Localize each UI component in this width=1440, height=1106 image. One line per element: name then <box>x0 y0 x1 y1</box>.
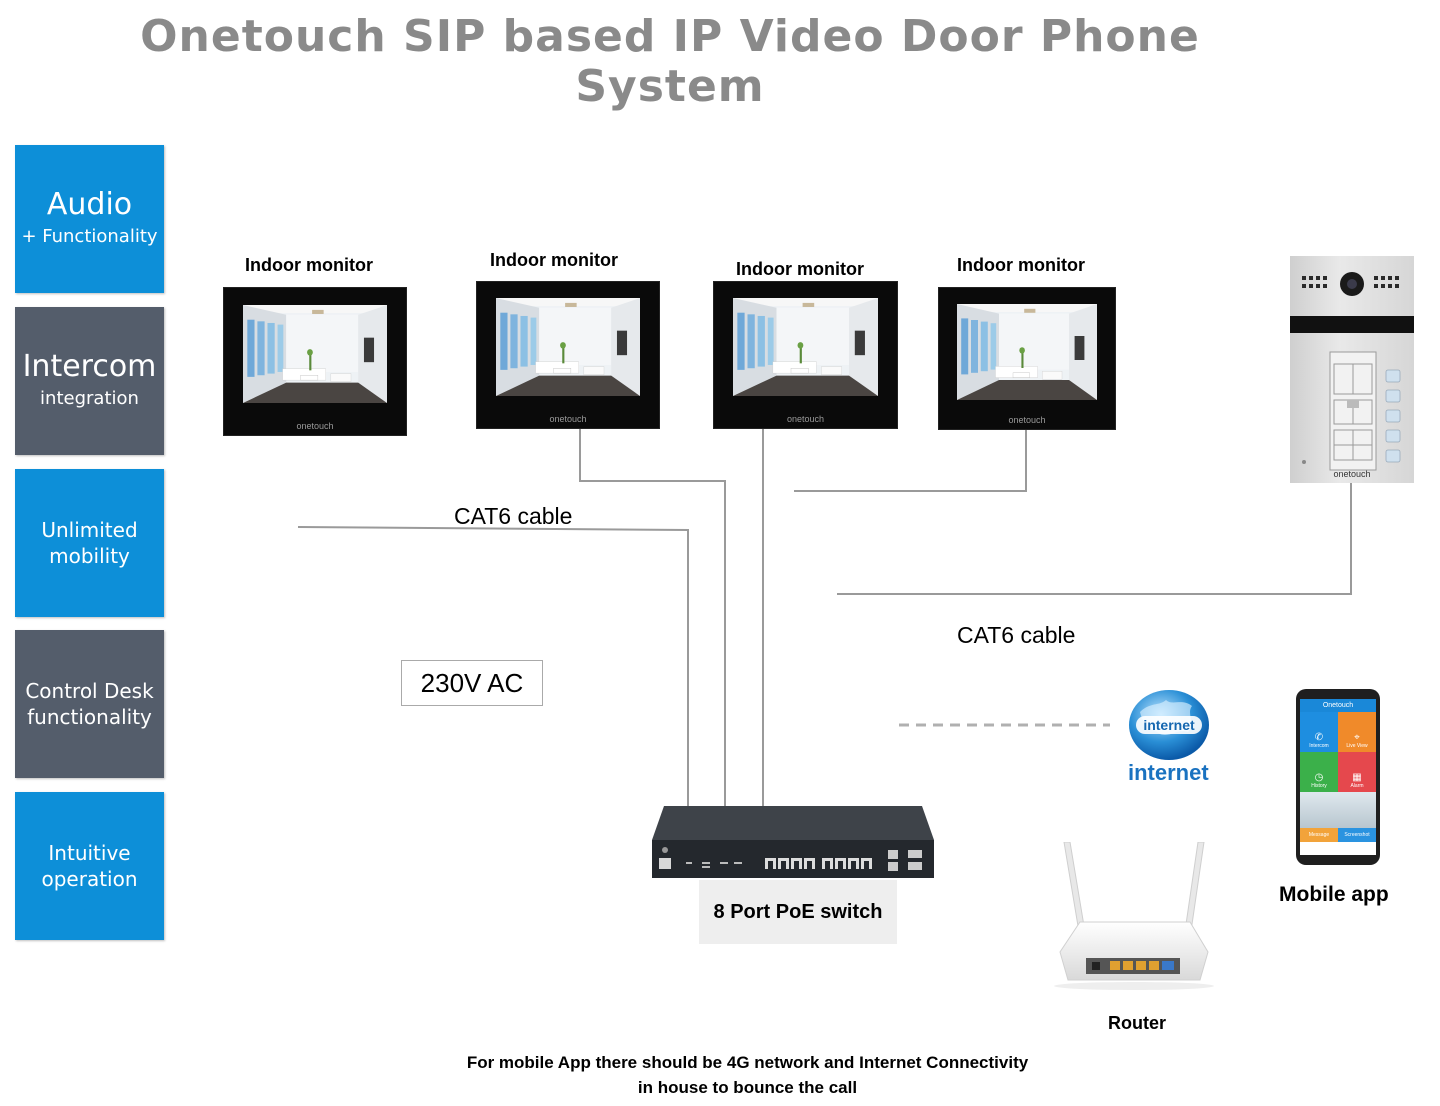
mobile-app-label: Mobile app <box>1279 883 1389 906</box>
cable-door-station <box>837 483 1352 595</box>
mobile-tile-intercom[interactable]: ✆Intercom <box>1300 712 1338 752</box>
monitor-screen <box>243 305 387 403</box>
mobile-app-title: Onetouch <box>1300 699 1376 712</box>
camera-icon: ⌖ <box>1354 732 1360 743</box>
poe-switch-label: 8 Port PoE switch <box>713 900 883 923</box>
grid-icon: ▦ <box>1352 772 1362 783</box>
monitor-brand-logo: onetouch <box>786 414 825 424</box>
router-label: Router <box>1108 1013 1166 1033</box>
cable-label-2: CAT6 cable <box>957 622 1076 648</box>
title-line-1: Onetouch SIP based IP Video Door Phone <box>140 11 1200 62</box>
cable-monitor-4 <box>794 429 1027 492</box>
monitor-screen <box>496 298 640 396</box>
title-line-2: System <box>575 61 765 112</box>
monitor-4-label: Indoor monitor <box>957 255 1085 275</box>
footer-note-line-1: For mobile App there should be 4G networ… <box>466 1053 1029 1072</box>
mobile-tile-alarm[interactable]: ▦Alarm <box>1338 752 1376 792</box>
tile-label: Intercom <box>1309 743 1329 749</box>
door-station-brand-logo: onetouch <box>1333 469 1371 479</box>
feature-tile-intercom: Intercom integration <box>15 307 164 455</box>
monitor-brand-logo: onetouch <box>296 421 334 431</box>
feature-tile-mobility: Unlimited mobility <box>15 469 164 617</box>
feature-tile-audio: Audio + Functionality <box>15 145 164 293</box>
clock-icon: ◷ <box>1314 772 1324 783</box>
feature-subtitle: integration <box>40 388 139 409</box>
cable-label-1: CAT6 cable <box>454 503 573 529</box>
power-label: 230V AC <box>420 667 524 698</box>
monitor-1-label: Indoor monitor <box>245 255 373 275</box>
footer-note: For mobile App there should be 4G networ… <box>380 1050 1115 1100</box>
indoor-monitor-2: onetouch <box>476 281 660 429</box>
feature-tile-intuitive: Intuitive operation <box>15 792 164 940</box>
cable-monitor-1 <box>297 526 689 806</box>
feature-title: Unlimited <box>41 518 138 542</box>
poe-switch-label-box: 8 Port PoE switch <box>699 880 897 944</box>
mobile-screenshot-button[interactable]: Screenshot <box>1338 828 1376 842</box>
door-station-panel <box>1290 272 1414 471</box>
feature-subtitle: functionality <box>27 705 152 729</box>
phone-icon: ✆ <box>1314 732 1324 743</box>
monitor-screen <box>957 304 1097 400</box>
feature-title: Intuitive <box>48 841 131 865</box>
internet-globe-badge: internet <box>1143 717 1195 733</box>
mobile-building-image <box>1300 792 1376 828</box>
mobile-phone: Onetouch ✆Intercom ⌖Live View ◷History ▦… <box>1296 689 1380 865</box>
feature-title: Audio <box>46 187 133 222</box>
monitor-screen <box>733 298 878 396</box>
mobile-message-button[interactable]: Message <box>1300 828 1338 842</box>
cable-monitor-2 <box>579 428 726 806</box>
monitor-2-label: Indoor monitor <box>490 250 618 270</box>
diagram-title: Onetouch SIP based IP Video Door Phone S… <box>0 12 1340 112</box>
tile-label: History <box>1311 783 1327 789</box>
monitor-brand-logo: onetouch <box>1008 415 1046 425</box>
footer-note-line-2: in house to bounce the call <box>637 1078 858 1097</box>
monitor-brand-logo: onetouch <box>549 414 587 424</box>
router-image <box>1054 842 1214 990</box>
indoor-monitor-3: onetouch <box>713 281 898 429</box>
feature-subtitle: mobility <box>49 544 130 568</box>
feature-title: Control Desk <box>25 679 154 703</box>
monitor-3-label: Indoor monitor <box>736 259 864 279</box>
feature-subtitle: + Functionality <box>21 226 158 247</box>
indoor-monitor-1: onetouch <box>223 287 407 436</box>
mobile-screen: Onetouch ✆Intercom ⌖Live View ◷History ▦… <box>1300 699 1376 855</box>
poe-switch <box>652 806 934 878</box>
tile-label: Alarm <box>1350 783 1364 789</box>
internet-globe-icon: internet <box>1129 690 1209 760</box>
feature-tile-control-desk: Control Desk functionality <box>15 630 164 778</box>
tile-label: Live View <box>1346 743 1368 749</box>
feature-title: Intercom <box>22 349 157 384</box>
mobile-tile-history[interactable]: ◷History <box>1300 752 1338 792</box>
indoor-monitor-4: onetouch <box>938 287 1116 430</box>
internet-label: internet <box>1128 760 1209 785</box>
power-label-box: 230V AC <box>401 660 543 706</box>
feature-subtitle: operation <box>41 867 138 891</box>
door-station: onetouch <box>1290 256 1414 483</box>
mobile-tile-live-view[interactable]: ⌖Live View <box>1338 712 1376 752</box>
